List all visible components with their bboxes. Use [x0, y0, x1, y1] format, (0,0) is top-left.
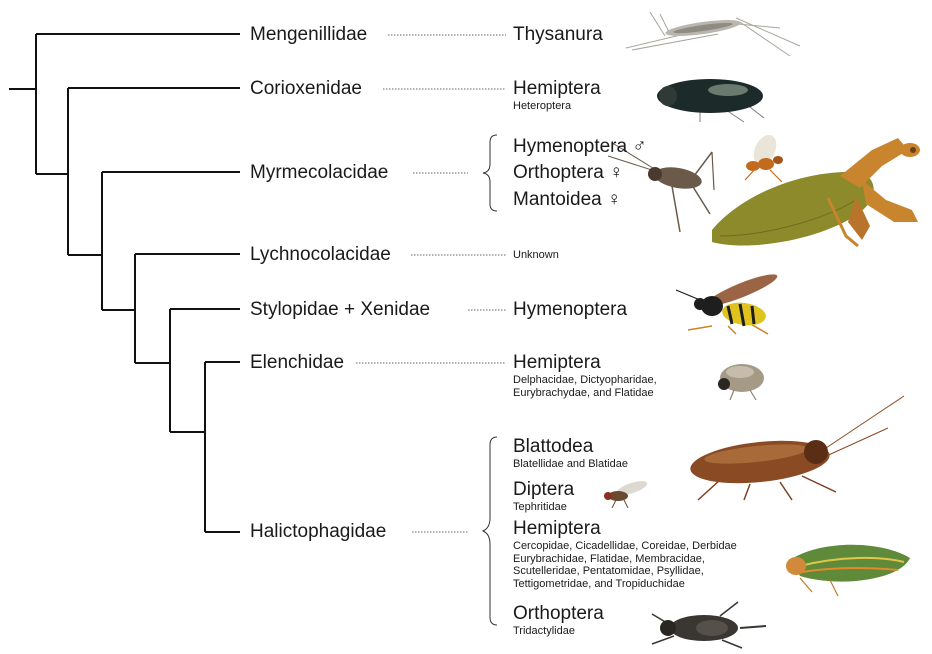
host-label: Orthoptera	[513, 604, 604, 623]
leader-lines	[356, 35, 506, 532]
tree-branches	[9, 34, 240, 532]
host-label: Hymenoptera ♂	[513, 137, 647, 156]
host-label: Mantoidea ♀	[513, 190, 621, 209]
family-label: Mengenillidae	[250, 25, 367, 44]
host-detail: Delphacidae, Dictyopharidae, Eurybrachyd…	[513, 374, 657, 399]
host-label: Hemiptera	[513, 519, 601, 538]
family-label: Corioxenidae	[250, 79, 362, 98]
host-label: Unknown	[513, 250, 559, 261]
host-label: Hymenoptera	[513, 300, 627, 319]
wasp-icon	[676, 269, 780, 334]
host-detail: Blatellidae and Blatidae	[513, 458, 628, 471]
mantis-icon	[712, 138, 920, 246]
cricket-icon	[608, 144, 714, 232]
family-label: Stylopidae + Xenidae	[250, 300, 430, 319]
family-label: Myrmecolacidae	[250, 163, 388, 182]
family-label: Halictophagidae	[250, 522, 386, 541]
planthopper-icon	[718, 364, 764, 400]
family-label: Lychnocolacidae	[250, 245, 391, 264]
leafhopper-icon	[786, 545, 910, 596]
host-label: Diptera	[513, 480, 574, 499]
water-bug-icon	[657, 79, 764, 122]
family-label: Elenchidae	[250, 353, 344, 372]
host-label: Orthoptera ♀	[513, 163, 623, 182]
host-detail: Tridactylidae	[513, 625, 575, 638]
host-label: Hemiptera	[513, 79, 601, 98]
host-braces	[483, 135, 497, 625]
pygmy-mole-cricket-icon	[652, 602, 766, 648]
host-detail: Heteroptera	[513, 100, 571, 113]
cockroach-icon	[688, 396, 904, 500]
host-label: Thysanura	[513, 25, 603, 44]
fly-icon	[604, 478, 649, 508]
host-label: Hemiptera	[513, 353, 601, 372]
host-detail: Cercopidae, Cicadellidae, Coreidae, Derb…	[513, 540, 737, 590]
silverfish-icon	[626, 12, 800, 56]
host-detail: Tephritidae	[513, 501, 567, 514]
ant-icon	[745, 131, 783, 182]
host-label: Blattodea	[513, 437, 593, 456]
